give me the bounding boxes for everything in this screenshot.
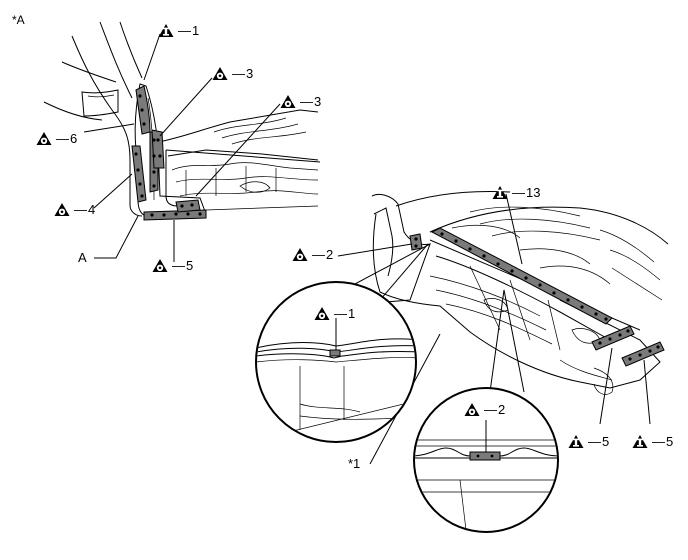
view-label-star-a: *A <box>12 13 25 27</box>
view-label-a: A <box>78 250 87 265</box>
svg-text:4: 4 <box>88 202 95 217</box>
sealer-bead-5-right <box>621 341 665 367</box>
callout-info-13: — 13 <box>492 185 540 200</box>
callout-sealer-3-mid: — 3 <box>280 94 321 109</box>
svg-text:—: — <box>588 434 601 449</box>
callout-sealer-2-detail: — 2 <box>464 402 505 417</box>
svg-text:1: 1 <box>348 306 355 321</box>
svg-text:—: — <box>178 23 191 38</box>
detail-circle-2 <box>413 387 559 533</box>
svg-text:3: 3 <box>246 66 253 81</box>
svg-text:—: — <box>74 202 87 217</box>
svg-text:—: — <box>484 402 497 417</box>
magnifier-cone-right <box>489 289 525 393</box>
callout-sealer-3-top: — 3 <box>212 66 253 81</box>
callout-info-5-right: — 5 <box>632 434 673 449</box>
detail-circle-1 <box>255 281 417 443</box>
right-rear-floor-view <box>337 191 669 465</box>
svg-text:—: — <box>334 306 347 321</box>
svg-text:5: 5 <box>666 434 673 449</box>
callout-sealer-5: — 5 <box>152 258 193 273</box>
svg-text:2: 2 <box>326 247 333 262</box>
callout-sealer-6: — 6 <box>36 131 77 146</box>
sealer-bead-5-left <box>591 325 635 351</box>
svg-text:2: 2 <box>498 402 505 417</box>
callout-sealer-4: — 4 <box>54 202 95 217</box>
sealer-bead-13 <box>430 227 613 325</box>
sealer-bead-3-upper <box>151 129 165 169</box>
callout-info-5-left: — 5 <box>568 434 609 449</box>
footnote-star-1: *1 <box>348 456 360 471</box>
svg-text:—: — <box>312 247 325 262</box>
svg-text:—: — <box>512 185 525 200</box>
svg-text:1: 1 <box>192 23 199 38</box>
svg-text:—: — <box>232 66 245 81</box>
svg-text:13: 13 <box>526 185 540 200</box>
svg-text:—: — <box>56 131 69 146</box>
svg-text:—: — <box>172 258 185 273</box>
sealer-bead-2-block <box>409 233 423 251</box>
left-quarter-view <box>43 21 321 262</box>
svg-text:—: — <box>300 94 313 109</box>
sealer-bead-3-lower <box>175 199 201 213</box>
svg-text:3: 3 <box>314 94 321 109</box>
callout-sealer-1: — 1 <box>314 306 355 321</box>
svg-text:6: 6 <box>70 131 77 146</box>
callout-info-1: — 1 <box>158 23 199 38</box>
svg-text:5: 5 <box>602 434 609 449</box>
sealer-bead-4 <box>131 145 147 203</box>
svg-text:—: — <box>652 434 665 449</box>
svg-text:5: 5 <box>186 258 193 273</box>
callout-sealer-2: — 2 <box>292 247 333 262</box>
